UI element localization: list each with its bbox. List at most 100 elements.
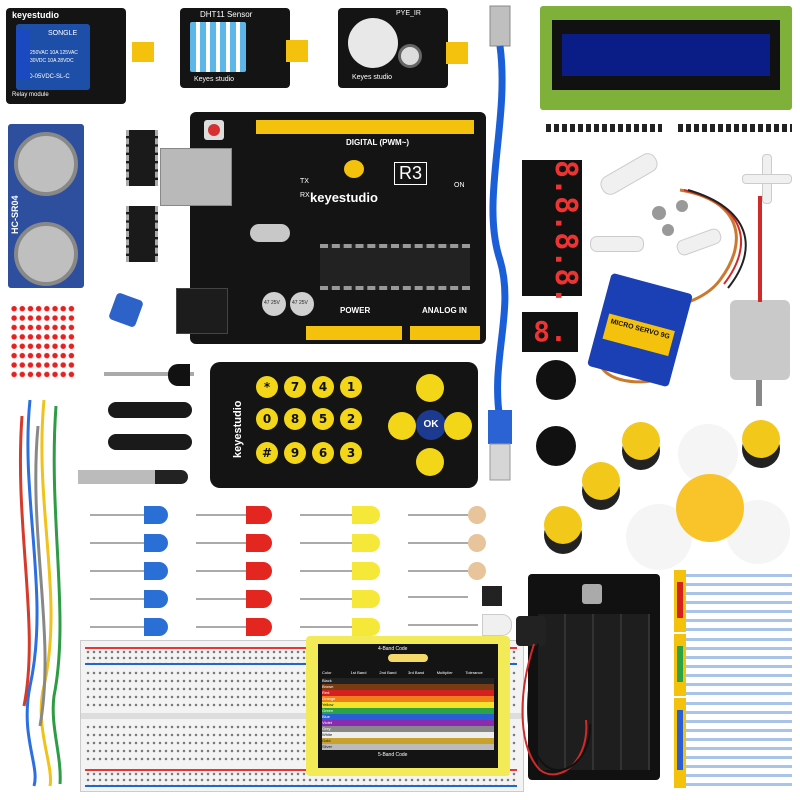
relay-terminal [16, 30, 30, 80]
ultrasonic-model: HC-SR04 [10, 195, 20, 234]
ir-led [78, 470, 188, 484]
remote-ok-button[interactable]: OK [416, 410, 446, 440]
resistor-strip-tape-1 [674, 570, 686, 632]
fan-hub [676, 474, 744, 542]
remote-brand: keyestudio [232, 400, 244, 458]
remote-key-7[interactable]: 7 [284, 376, 306, 398]
led-blue-2 [144, 534, 168, 552]
pir-label: PYE_IR [396, 10, 421, 17]
pir-module: PYE_IR Keyes studio [338, 8, 468, 88]
remote-key-2[interactable]: 2 [340, 408, 362, 430]
photoresistor-2 [468, 534, 486, 552]
remote-dpad: OK [388, 374, 472, 478]
uno-capacitor-2 [290, 292, 314, 316]
resistor-card: 4-Band Code Color 1st Band 2nd Band 3rd … [318, 644, 498, 768]
uno-power-jack [176, 288, 228, 334]
photoresistors [408, 506, 518, 636]
servo-horn-single [590, 236, 644, 252]
resistor-card-row: White [322, 732, 494, 738]
uno-capacitor-2-label: 47 25V [292, 300, 308, 306]
lcd-screen [562, 34, 770, 76]
resistor-card-headers: Color 1st Band 2nd Band 3rd Band Multipl… [322, 670, 494, 676]
servo-label: MICRO SERVO 9G [609, 318, 671, 341]
resistor-strip-2 [674, 634, 792, 696]
rgb-led [482, 614, 512, 636]
pin-header-left [546, 124, 662, 132]
servo-label-plate: MICRO SERVO 9G [602, 313, 675, 357]
resistor-strip-tape-3 [674, 698, 686, 788]
resistor-card-row: Black [322, 678, 494, 684]
dc-motor-shaft [756, 380, 762, 406]
remote-key-6[interactable]: 6 [312, 442, 334, 464]
transistor [104, 372, 194, 376]
resistor-card-header-1st: 1st Band [350, 670, 367, 675]
dht11-module: DHT11 Sensor Keyes studio [180, 8, 308, 88]
uno-digital-header [256, 120, 474, 134]
usb-cable [488, 5, 512, 481]
dht11-label: DHT11 Sensor [200, 10, 253, 19]
uno-crystal [250, 224, 290, 242]
resistor-card-row: Green [322, 708, 494, 714]
dht11-sensor [190, 22, 246, 72]
uno-tx-label: TX [300, 178, 309, 185]
ultrasonic-eye-bottom [14, 222, 78, 286]
led-red-4 [246, 590, 272, 608]
remote-key-9[interactable]: 9 [284, 442, 306, 464]
resistor-card-row: Red [322, 690, 494, 696]
relay-module: keyestudio SONGLE 10A 250VAC 10A 125VAC … [6, 8, 154, 104]
led-blue-1 [144, 506, 168, 524]
remote-left-arrow-icon[interactable] [388, 412, 416, 440]
ir-receiver-1 [108, 402, 192, 418]
remote-key-1[interactable]: 1 [340, 376, 362, 398]
pir-brand: Keyes studio [352, 74, 393, 81]
remote-key-8[interactable]: 8 [284, 408, 306, 430]
remote-right-arrow-icon[interactable] [444, 412, 472, 440]
battery-spring [582, 584, 602, 604]
resistor-card-row: Violet [322, 720, 494, 726]
tilt-switch [482, 586, 502, 606]
relay-pins [132, 42, 154, 62]
uno-digital-label: DIGITAL (PWM~) [346, 138, 410, 147]
led-row-red [196, 506, 286, 636]
led-blue-5 [144, 618, 168, 636]
buzzer-1 [536, 360, 576, 400]
resistor-card-resistor [388, 654, 428, 662]
resistor-card-row: Brown [322, 684, 494, 690]
led-row-blue [90, 506, 180, 636]
remote-key-5[interactable]: 5 [312, 408, 334, 430]
potentiometer [108, 292, 144, 328]
uno-model: R3 [394, 162, 428, 185]
resistor-card-row: Grey [322, 726, 494, 732]
led-yellow-1 [352, 506, 380, 524]
resistor-strip-tape-2 [674, 634, 686, 696]
remote-key-4[interactable]: 4 [312, 376, 334, 398]
led-blue-3 [144, 562, 168, 580]
remote-key-0[interactable]: 0 [256, 408, 278, 430]
resistor-card-header-color: Color [322, 670, 332, 675]
resistor-card-header-3rd: 3rd Band [408, 670, 425, 675]
battery-slots [538, 614, 650, 770]
resistor-card-row: Gold [322, 738, 494, 744]
push-button-2 [742, 420, 780, 458]
ic-chip-2 [126, 206, 158, 262]
remote-up-arrow-icon[interactable] [416, 374, 444, 402]
led-yellow-2 [352, 534, 380, 552]
remote-down-arrow-icon[interactable] [416, 448, 444, 476]
dc-motor [730, 300, 790, 380]
jumper-wires [18, 399, 72, 787]
remote-key-hash[interactable]: # [256, 442, 278, 464]
pir-dome [348, 18, 398, 68]
ir-receiver-2 [108, 434, 192, 450]
led-red-1 [246, 506, 272, 524]
remote-key-3[interactable]: 3 [340, 442, 362, 464]
led-yellow-5 [352, 618, 380, 636]
battery-plug [516, 616, 546, 646]
relay-model: SRD-05VDC-SL-C [20, 74, 70, 80]
uno-on-label: ON [454, 182, 465, 189]
uno-rx-label: RX [300, 192, 310, 199]
resistor-strip-1 [674, 570, 792, 632]
relay-rating-2: 10A 30VDC 10A 28VDC [20, 58, 74, 64]
remote-key-star[interactable]: * [256, 376, 278, 398]
uno-capacitor-1 [262, 292, 286, 316]
dht11-brand: Keyes studio [194, 76, 235, 83]
